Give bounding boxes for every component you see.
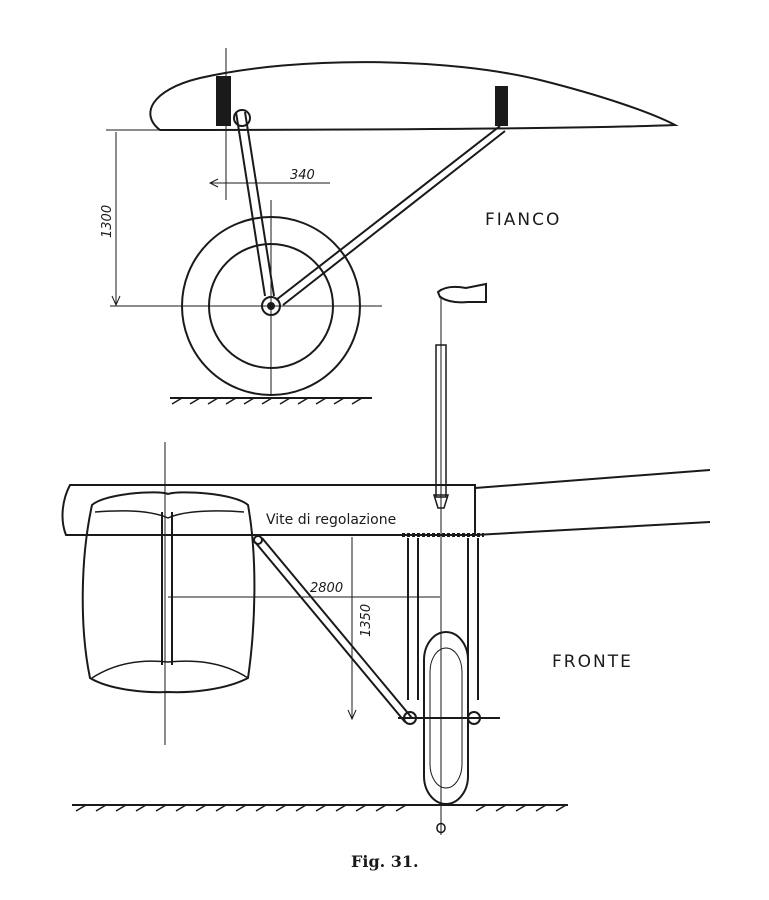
adjustment-screw-label: Vite di regolazione (266, 512, 396, 528)
dim-offset-arrow (208, 178, 219, 188)
dim-height-arrow (111, 295, 121, 307)
front-spar (216, 76, 231, 126)
front-wheel-inner (429, 647, 463, 789)
side-view-label: FIANCO (485, 210, 561, 230)
plumb-bob-upper (432, 494, 450, 509)
front-diagonal-strut (254, 537, 413, 723)
adjustment-screw (253, 535, 263, 545)
side-ground-hatch (171, 397, 363, 405)
figure-caption: Fig. 31. (351, 852, 419, 871)
strut-pivot (233, 109, 251, 127)
front-view-label: FRONTE (552, 652, 633, 672)
hand-icon (436, 282, 487, 304)
rear-strut (275, 125, 506, 306)
radiator-top-curve (94, 510, 245, 519)
side-view (106, 48, 679, 405)
front-ground-hatch (75, 804, 567, 812)
gear-leg-right (467, 538, 479, 700)
dim-span-value: 2800 (310, 581, 343, 596)
front-view (61, 282, 711, 835)
front-strut (235, 111, 275, 297)
fuselage-right (474, 469, 711, 536)
plumb-rod (435, 344, 447, 498)
dim-front-height-value: 1350 (359, 604, 374, 637)
gear-leg-left (407, 538, 419, 700)
fuselage-left (61, 484, 476, 536)
axle-left-nut (403, 711, 417, 725)
dim-front-height-arrow (347, 709, 357, 721)
rear-spar (495, 86, 508, 126)
plumb-bob-lower (436, 822, 446, 834)
wing-airfoil (149, 61, 679, 132)
radiator-bottom-curve (91, 660, 249, 679)
dim-offset-value: 340 (290, 168, 315, 183)
radiator-divider (161, 512, 173, 665)
dim-height-value: 1300 (100, 205, 115, 238)
